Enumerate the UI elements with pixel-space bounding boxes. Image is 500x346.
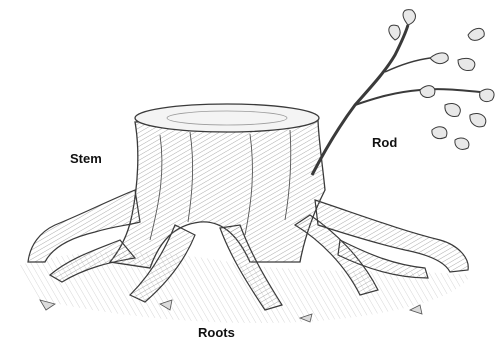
stump-trunk <box>110 104 325 268</box>
stem-label: Stem <box>70 151 102 166</box>
rod-sprout <box>312 25 480 175</box>
roots-label: Roots <box>198 325 235 340</box>
rod-label: Rod <box>372 135 397 150</box>
